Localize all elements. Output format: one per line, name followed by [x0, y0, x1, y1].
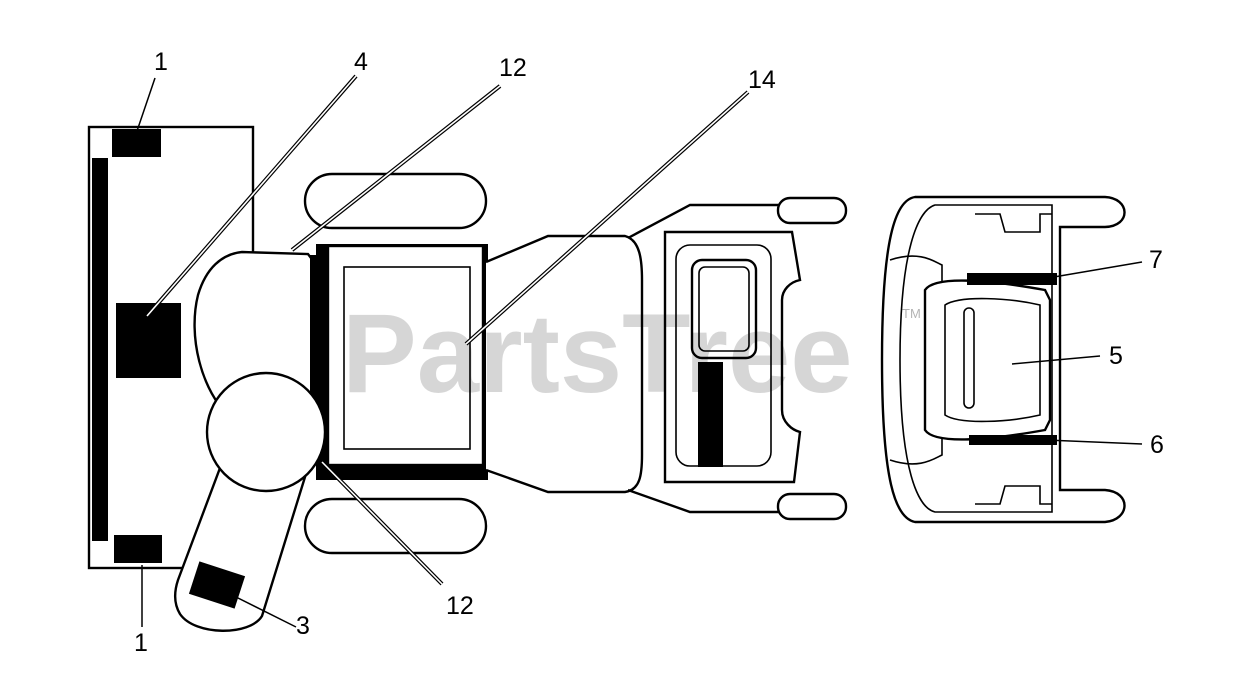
leader-12-top-inner [291, 85, 501, 251]
callout-3: 3 [296, 612, 310, 640]
lid-handle [963, 307, 975, 409]
decal-1-bottom [114, 535, 162, 563]
leader-7 [1047, 261, 1143, 279]
bagger-lid [923, 279, 1052, 441]
tube-top-circle [205, 371, 327, 493]
decal-14-panel [343, 266, 471, 450]
callout-6: 6 [1150, 431, 1164, 459]
callout-12-top: 12 [499, 54, 527, 82]
leader-4-inner [146, 75, 357, 317]
callout-12-bottom: 12 [446, 592, 474, 620]
callout-4: 4 [354, 48, 368, 76]
leader-12-bottom-inner [321, 461, 443, 585]
frame-and-hood [485, 196, 848, 521]
decal-1-top [112, 129, 161, 157]
front-bumper-top [776, 196, 848, 225]
seat-panel [326, 244, 485, 467]
bagger-inner-outline [899, 204, 1053, 513]
decal-3 [188, 561, 246, 609]
wheel-bottom [303, 497, 488, 555]
callout-5: 5 [1109, 342, 1123, 370]
frame-side-arms [627, 203, 780, 514]
rear-wheels [303, 172, 488, 555]
leader-5 [1011, 355, 1101, 365]
callout-1-bottom: 1 [134, 629, 148, 657]
callout-1-top: 1 [154, 48, 168, 76]
watermark: PartsTree TM [342, 291, 921, 416]
leader-lines [136, 74, 1143, 628]
callout-7: 7 [1149, 246, 1163, 274]
bagger-bottom-detail [975, 485, 1052, 505]
deck-side-stripe [92, 158, 108, 541]
bagger-top-detail [975, 213, 1052, 233]
hood-inner-frame [675, 244, 772, 467]
hood-decal-stripe [698, 362, 723, 467]
watermark-text: PartsTree [342, 291, 853, 416]
front-bumper-bottom [776, 492, 848, 521]
bag-tube [174, 371, 327, 632]
decal-5-area [944, 297, 1041, 423]
callout-14: 14 [748, 66, 776, 94]
decal-6 [969, 435, 1057, 445]
dashboard-panel [690, 258, 758, 360]
watermark-trademark: TM [902, 306, 921, 321]
leader-1-top [136, 77, 156, 132]
tractor-body [316, 244, 488, 480]
wheel-top [303, 172, 488, 230]
decal-7 [967, 273, 1057, 285]
callout-labels: 1 1 3 4 5 6 7 12 12 14 [134, 48, 1164, 657]
leader-14-inner [465, 91, 749, 345]
front-bagger [880, 195, 1126, 524]
leader-3 [229, 593, 297, 628]
dashboard-inner [698, 266, 750, 352]
leader-6 [1045, 439, 1143, 445]
